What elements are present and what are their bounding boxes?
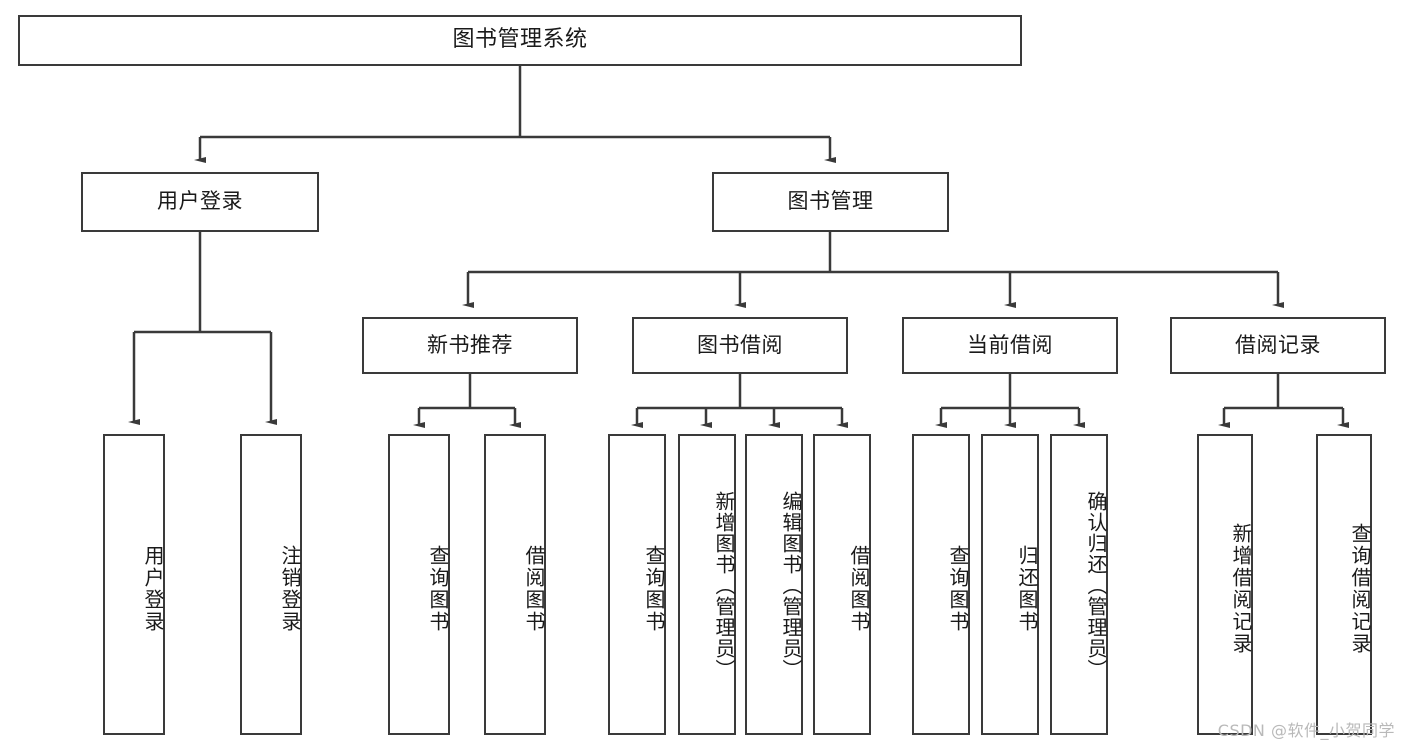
leaf-currentborrow-query-book[interactable]: 查询图书 [912, 434, 970, 735]
leaf-newbook-query-book[interactable]: 查询图书 [388, 434, 450, 735]
leaf-label: 查询图书 [946, 544, 970, 633]
node-book-borrow[interactable]: 图书借阅 [632, 317, 848, 374]
leaf-label: 查询借阅记录 [1348, 522, 1372, 655]
node-root-system[interactable]: 图书管理系统 [18, 15, 1022, 66]
leaf-label: 借阅图书 [847, 544, 871, 633]
leaf-bookborrow-add-book[interactable]: 新增图书（管理员） [678, 434, 736, 735]
leaf-label: 新增图书（管理员） [712, 491, 736, 680]
leaf-currentborrow-return-book[interactable]: 归还图书 [981, 434, 1039, 735]
leaf-label: 新增借阅记录 [1229, 522, 1253, 655]
leaf-bookborrow-borrow-book[interactable]: 借阅图书 [813, 434, 871, 735]
leaf-newbook-borrow-book[interactable]: 借阅图书 [484, 434, 546, 735]
leaf-label: 查询图书 [642, 544, 666, 633]
node-user-login[interactable]: 用户登录 [81, 172, 319, 232]
leaf-borrowrecord-query-record[interactable]: 查询借阅记录 [1316, 434, 1372, 735]
leaf-label: 确认归还（管理员） [1084, 491, 1108, 680]
csdn-watermark: CSDN @软件_小贺同学 [1217, 721, 1395, 740]
leaf-bookborrow-query-book[interactable]: 查询图书 [608, 434, 666, 735]
node-book-management[interactable]: 图书管理 [712, 172, 949, 232]
leaf-logout[interactable]: 注销登录 [240, 434, 302, 735]
leaf-label: 注销登录 [278, 544, 302, 633]
node-current-borrow[interactable]: 当前借阅 [902, 317, 1118, 374]
leaf-label: 用户登录 [141, 544, 165, 633]
leaf-borrowrecord-add-record[interactable]: 新增借阅记录 [1197, 434, 1253, 735]
leaf-label: 编辑图书（管理员） [779, 491, 803, 680]
leaf-label: 查询图书 [426, 544, 450, 633]
leaf-currentborrow-confirm-return[interactable]: 确认归还（管理员） [1050, 434, 1108, 735]
leaf-bookborrow-edit-book[interactable]: 编辑图书（管理员） [745, 434, 803, 735]
leaf-user-login[interactable]: 用户登录 [103, 434, 165, 735]
node-new-book-recommend[interactable]: 新书推荐 [362, 317, 578, 374]
leaf-label: 归还图书 [1015, 544, 1039, 633]
node-borrow-record[interactable]: 借阅记录 [1170, 317, 1386, 374]
leaf-label: 借阅图书 [522, 544, 546, 633]
